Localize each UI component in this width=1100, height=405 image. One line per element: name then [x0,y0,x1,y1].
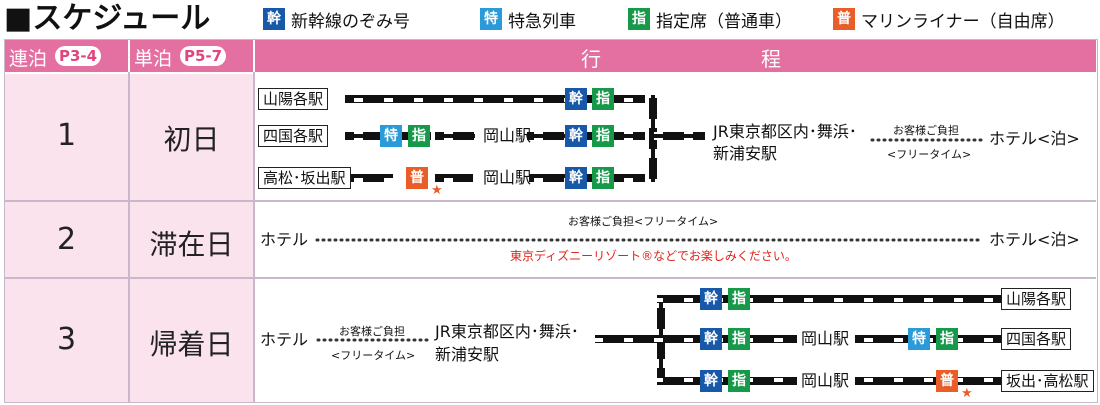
fee-note: お客様ご負担 [339,325,405,338]
page-ref-pill: P3-4 [55,46,102,66]
shinkansen-badge: 幹 [565,88,587,110]
shinkansen-badge: 幹 [700,288,722,310]
route-lines [315,95,1001,385]
disney-note: 東京ディズニーリゾート®などでお楽しみください。 [510,249,797,263]
destination-line1: JR東京都区内･舞浜･ [713,122,857,141]
shinkansen-badge: 幹 [565,125,587,147]
header-renpaku: 連泊 P3-4 [5,40,128,72]
okayama-station: 岡山駅 [801,371,850,390]
hotel-start: ホテル [260,330,309,349]
star-icon: ★ [961,386,973,401]
okayama-station: 岡山駅 [483,168,532,187]
shinkansen-badge: 幹 [700,370,722,392]
day-name: 滞在日 [149,228,234,261]
day-number: 2 [56,222,77,257]
marine-liner-badge: 普 [833,8,855,30]
header-tanpaku: 単泊 P5-7 [130,40,253,72]
reserved-seat-badge: 指 [728,370,750,392]
station-box: 四国各駅 [1001,328,1072,350]
reserved-seat-badge: 指 [592,167,614,189]
header-label: 連泊 [9,48,48,70]
hotel-start: ホテル [260,230,309,249]
fee-note: お客様ご負担 [893,124,959,137]
free-time-note: <フリータイム> [887,148,972,161]
reserved-seat-badge: 指 [728,288,750,310]
header-char: 行 [581,47,601,71]
col-divider [128,72,130,402]
reserved-seat-badge: 指 [592,88,614,110]
reserved-seat-badge: 指 [936,328,958,350]
fee-note: お客様ご負担<フリータイム> [568,215,719,228]
shinkansen-badge: 幹 [263,8,285,30]
marine-liner-badge: 普 [406,167,428,189]
row-divider [5,200,1096,202]
legend-label: 指定席（普通車） [656,11,792,32]
limited-express-badge: 特 [380,125,402,147]
shinkansen-badge: 幹 [700,328,722,350]
station-box: 高松･坂出駅 [258,167,351,189]
hotel-stay: ホテル<泊> [989,129,1080,148]
station-box: 山陽各駅 [1001,288,1072,310]
row-divider [5,277,1096,279]
station-box: 四国各駅 [258,125,329,147]
legend-item-limited-express: 特 特急列車 [480,0,576,38]
legend-label: 特急列車 [508,11,576,32]
destination-line1: JR東京都区内･舞浜･ [435,322,579,341]
reserved-seat-badge: 指 [728,328,750,350]
page-ref-pill: P5-7 [180,46,227,66]
header-char: 程 [761,47,781,71]
legend-item-reserved-seat: 指 指定席（普通車） [628,0,792,38]
schedule-table: 連泊 P3-4 単泊 P5-7 行 程 1 初日 2 滞在日 3 帰着日 [4,39,1098,403]
day-name: 帰着日 [149,328,234,361]
day-number: 1 [56,118,77,153]
reserved-seat-badge: 指 [628,8,650,30]
reserved-seat-badge: 指 [408,125,430,147]
col-divider [253,72,255,402]
legend-label: マリンライナー（自由席） [861,11,1065,32]
marine-liner-badge: 普 [936,370,958,392]
okayama-station: 岡山駅 [801,329,850,348]
day-number: 3 [56,322,77,357]
header-itinerary: 行 程 [255,40,1096,72]
okayama-station: 岡山駅 [483,126,532,145]
free-time-note: <フリータイム> [331,349,416,362]
page-title: ■スケジュール [4,1,211,36]
shinkansen-badge: 幹 [565,167,587,189]
destination-line2: 新浦安駅 [713,144,778,163]
day-name: 初日 [163,123,220,156]
star-icon: ★ [431,183,443,198]
hotel-stay: ホテル<泊> [989,230,1080,249]
limited-express-badge: 特 [908,328,930,350]
legend-label: 新幹線のぞみ号 [291,11,410,32]
reserved-seat-badge: 指 [592,125,614,147]
legend-item-marine-liner: 普 マリンライナー（自由席） [833,0,1065,38]
limited-express-badge: 特 [480,8,502,30]
header-label: 単泊 [134,48,173,70]
legend-item-shinkansen: 幹 新幹線のぞみ号 [263,0,410,38]
station-box: 山陽各駅 [258,88,329,110]
destination-line2: 新浦安駅 [435,345,500,364]
station-box: 坂出･高松駅 [1001,370,1094,392]
